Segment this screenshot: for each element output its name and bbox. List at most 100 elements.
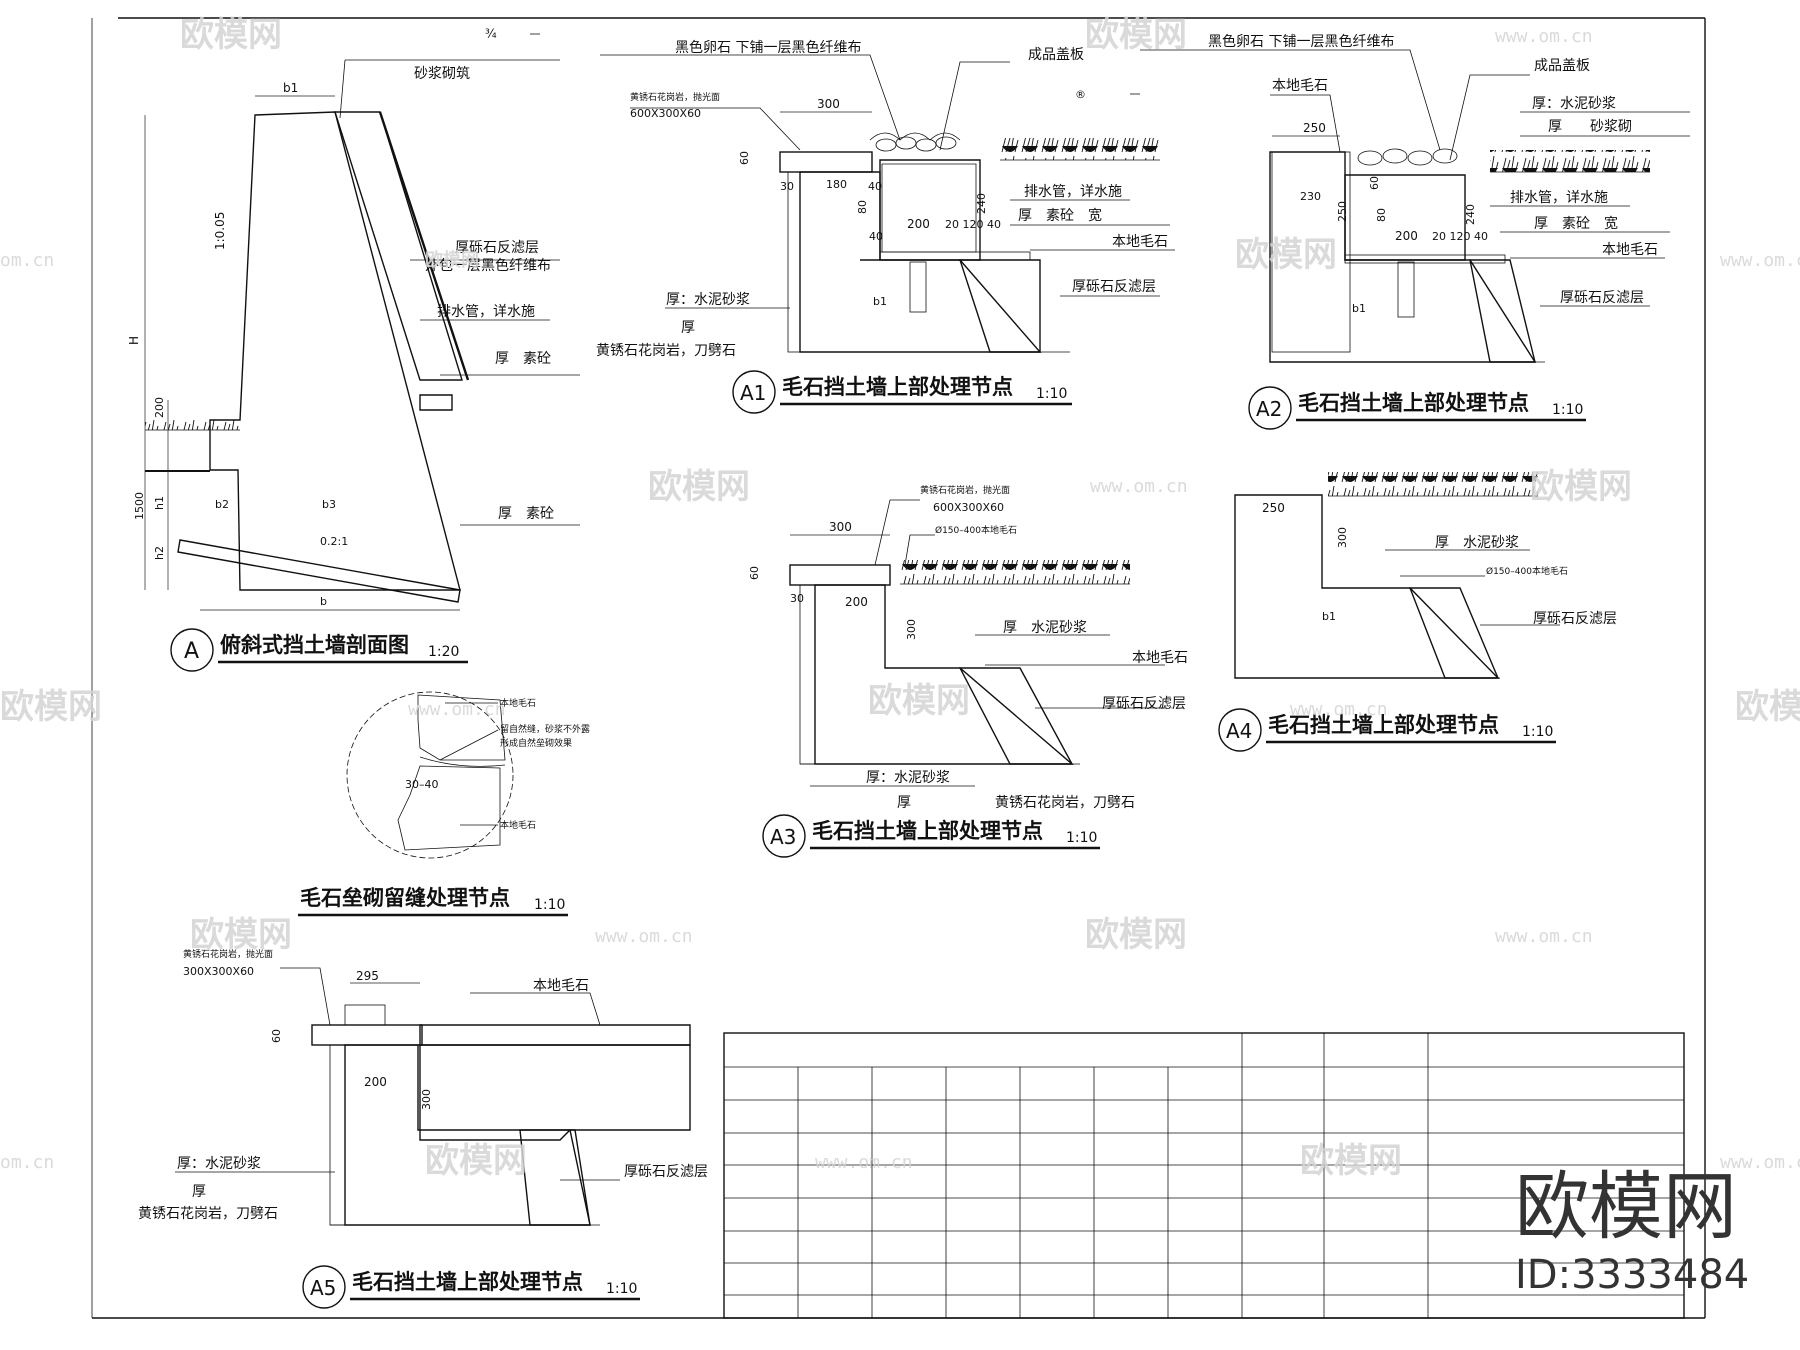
brand-logo-text: 欧模网 [1515, 1164, 1737, 1250]
watermark-url: www.om.cn [1720, 1152, 1800, 1173]
detail-a2-section: 250 230 250 60 80 200 20 120 40 240 b1 黑… [1140, 33, 1690, 430]
watermark-brand: 欧模网 [1300, 1141, 1402, 1181]
label-cement-mortar: 厚 水泥砂浆 [1435, 535, 1519, 551]
rubble-wall-body [1234, 494, 1500, 679]
dim-b3: b3 [322, 498, 336, 511]
watermark-brand: 欧模网 [190, 915, 292, 955]
dim-200: 200 [1395, 229, 1418, 243]
label-plain-concrete: 厚 素砼 宽 [1534, 215, 1618, 232]
dim-20-120-40: 20 120 40 [1432, 230, 1488, 243]
brand-logo: 欧模网 ID:3333484 [1515, 1164, 1749, 1298]
detail-a5-scale: 1:10 [606, 1281, 637, 1297]
label-thick: 厚 [897, 795, 911, 811]
dim-60: 60 [748, 566, 761, 580]
dim-h2: h2 [153, 546, 166, 560]
dim-80: 80 [1375, 208, 1388, 222]
label-joint-note: 留自然缝，砂浆不外露 [500, 723, 590, 735]
label-gravel-filter: 厚砾石反滤层 [1102, 696, 1186, 712]
sheet-mark: ® [1075, 88, 1086, 101]
detail-a1-scale: 1:10 [1036, 386, 1067, 402]
dim-30: 30 [780, 180, 794, 193]
label-stone-top: 本地毛石 [500, 697, 536, 709]
dim-300: 300 [829, 520, 852, 534]
detail-a-title: 俯斜式挡土墙剖面图 [220, 633, 409, 657]
dim-b: b [320, 595, 327, 608]
label-gravel-filter: 厚砾石反滤层 [1533, 611, 1617, 627]
dim-H: H [127, 336, 141, 345]
detail-marker-a4: A4 [1226, 719, 1252, 743]
label-local-stone: 本地毛石 [533, 978, 589, 994]
label-granite-size: 600X300X60 [933, 501, 1004, 514]
detail-a1-title: 毛石挡土墙上部处理节点 [782, 375, 1013, 399]
dim-230: 230 [1300, 190, 1321, 203]
label-cover: 成品盖板 [1028, 47, 1084, 63]
label-drain-pipe: 排水管，详水施 [1510, 190, 1608, 206]
detail-a3-title: 毛石挡土墙上部处理节点 [812, 819, 1043, 843]
detail-marker-a3: A3 [770, 825, 796, 849]
detail-a2-title: 毛石挡土墙上部处理节点 [1298, 391, 1529, 415]
granite-cap-stone [789, 564, 891, 586]
detail-a-section: b1 H 1:0.05 200 1500 h1 h2 b2 b3 0.2:1 b… [127, 59, 580, 672]
rubble-wall-body [814, 584, 1074, 765]
label-granite-side: 黄锈石花岗岩，刀劈石 [138, 1205, 278, 1222]
label-gravel-filter: 厚砾石反滤层 [1560, 290, 1644, 306]
label-cement-mortar: 厚：水泥砂浆 [666, 292, 750, 308]
detail-marker-circle [1248, 386, 1292, 430]
label-stone-bottom: 本地毛石 [500, 819, 536, 831]
rubble-wall-body [209, 111, 461, 591]
label-plain-concrete: 厚 素砼 宽 [1018, 207, 1102, 224]
detail-a5-section: 295 60 200 300 黄锈石花岗岩，抛光面 300X300X60 本地毛… [138, 948, 708, 1309]
drain-pipe [1397, 261, 1415, 318]
dim-slope: 1:0.05 [213, 212, 227, 250]
label-cement-mortar: 厚：水泥砂浆 [1532, 96, 1616, 112]
detail-a4-section: 250 300 b1 厚 水泥砂浆 Ø150–400本地毛石 厚砾石反滤层 A4… [1218, 472, 1617, 752]
watermark-url: www.om.cn [408, 699, 506, 720]
watermark-brand: 欧模网 [1235, 235, 1337, 275]
detail-marker-circle [732, 370, 776, 414]
dim-180: 180 [826, 178, 847, 191]
watermark-url: om.cn [0, 250, 54, 271]
detail-marker-circle [762, 814, 806, 858]
dim-250: 250 [1262, 501, 1285, 515]
detail-a5-title: 毛石挡土墙上部处理节点 [352, 1270, 583, 1294]
detail-a3-section: 300 60 30 200 300 黄锈石花岗岩，抛光面 600X300X60 … [748, 484, 1188, 858]
concrete-base [419, 1044, 691, 1141]
dim-20-120-40: 20 120 40 [945, 218, 1001, 231]
detail-marker-a: A [184, 639, 199, 664]
dim-250: 250 [1336, 201, 1349, 222]
dim-h1: h1 [153, 496, 166, 510]
base-concrete-slab [177, 539, 461, 603]
label-local-stone: 本地毛石 [1112, 234, 1168, 250]
dim-300: 300 [905, 619, 918, 640]
detail-marker-a2: A2 [1256, 397, 1282, 421]
label-granite-top: 黄锈石花岗岩，抛光面 [183, 948, 273, 960]
dim-base-slope: 0.2:1 [320, 535, 348, 548]
title-block-table [723, 1032, 1685, 1319]
dim-b1: b1 [873, 295, 887, 308]
label-concrete-base: 厚 素砼 [498, 506, 554, 522]
label-granite-side: 黄锈石花岗岩，刀劈石 [596, 342, 736, 359]
watermark-url: www.om.cn [1720, 250, 1800, 271]
granite-cap-stone [311, 1024, 423, 1046]
label-local-stone: 本地毛石 [1602, 242, 1658, 258]
label-cover: 成品盖板 [1534, 58, 1590, 74]
dim-40: 40 [868, 180, 882, 193]
dim-30: 30 [790, 592, 804, 605]
dim-80: 80 [856, 200, 869, 214]
detail-marker-circle [302, 1265, 346, 1309]
drain-channel [879, 159, 981, 261]
dim-300: 300 [420, 1089, 433, 1110]
detail-joint-section: 本地毛石 留自然缝，砂浆不外露 形成自然垒砌效果 30–40 本地毛石 毛石垒砌… [298, 691, 590, 917]
label-granite-top: 黄锈石花岗岩，抛光面 [630, 91, 720, 103]
dim-240: 240 [975, 193, 988, 214]
detail-a3-scale: 1:10 [1066, 830, 1097, 846]
detail-marker-a1: A1 [740, 381, 766, 405]
label-joint-note: 形成自然垒砌效果 [500, 737, 572, 749]
label-thick: 厚 [192, 1184, 206, 1200]
watermark-url: www.om.cn [815, 1152, 913, 1173]
dim-240: 240 [1464, 204, 1477, 225]
label-cobble: 黑色卵石 下铺一层黑色纤维布 [675, 39, 861, 56]
label-local-stone: 本地毛石 [1132, 650, 1188, 666]
detail-joint-scale: 1:10 [534, 897, 565, 913]
detail-a-scale: 1:20 [428, 644, 459, 660]
